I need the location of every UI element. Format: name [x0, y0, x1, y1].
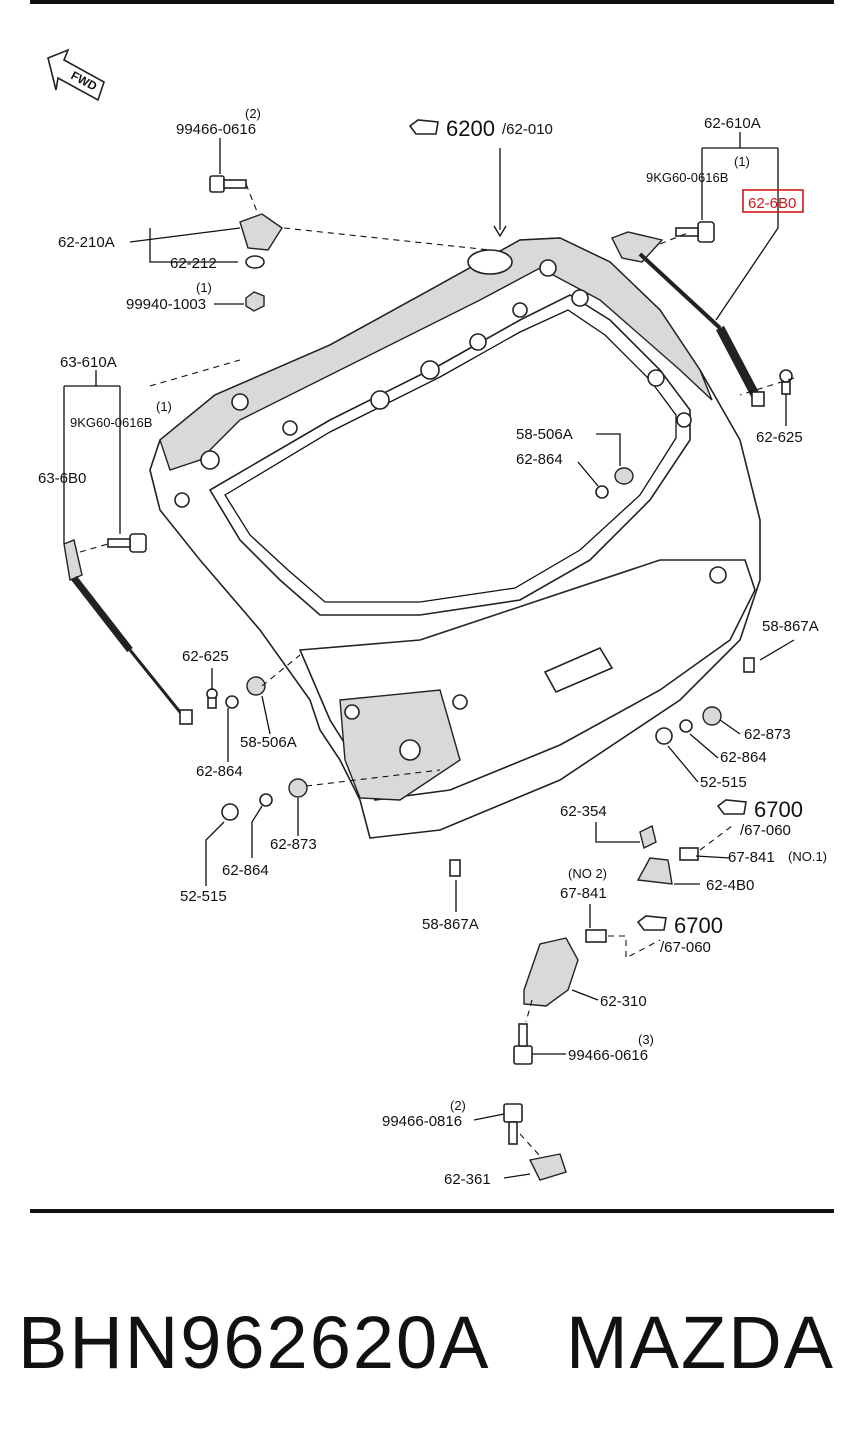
callout-62-873-left: 62-873 [270, 836, 317, 853]
callout-62-210A: 62-210A [58, 234, 115, 251]
callout-62-212: 62-212 [170, 255, 217, 272]
callout-9KG60-0616B-left: 9KG60-0616B [70, 415, 152, 430]
connector-icon-6700-a [716, 799, 747, 815]
top-rule [30, 0, 834, 4]
callout-58-867A-bottom: 58-867A [422, 916, 479, 933]
brand-name: MAZDA [566, 1301, 835, 1384]
bumper-58-506A-left [246, 676, 266, 696]
bumper-62-873-left [288, 778, 308, 798]
bolt-99466-0616-bottom [513, 1023, 533, 1065]
callout-62-4B0: 62-4B0 [706, 877, 754, 894]
callout-9KG60-0616B-right: 9KG60-0616B [646, 170, 728, 185]
bolt-99466-0816 [503, 1103, 523, 1145]
washer-62-212 [245, 255, 265, 269]
connector-67-841-no1 [679, 847, 699, 861]
clip-58-867A-right [743, 657, 755, 673]
plug-52-515-right [655, 727, 673, 745]
part-number: BHN962620A [18, 1301, 491, 1384]
connector-icon-6200 [408, 119, 439, 135]
bumper-62-873-right [702, 706, 722, 726]
callout-99940-1003: 99940-1003 [126, 296, 206, 313]
callout-6700-b: 6700 [674, 913, 723, 938]
callout-63-610A: 63-610A [60, 354, 117, 371]
bottom-rule [30, 1209, 834, 1213]
callout-labels: (2) 99466-0616 6200 /62-010 62-610A (1) … [38, 106, 827, 1188]
clip-58-867A-bottom [449, 859, 461, 877]
callout-62-864-top: 62-864 [516, 451, 563, 468]
callout-62-873-right: 62-873 [744, 726, 791, 743]
callout-52-515-right: 52-515 [700, 774, 747, 791]
fwd-arrow-icon: FWD [47, 48, 105, 102]
callout-qty: (2) [450, 1098, 466, 1113]
callout-6700-a: 6700 [754, 797, 803, 822]
connector-67-841-no2 [585, 929, 607, 943]
callout-58-506A-left: 58-506A [240, 734, 297, 751]
callout-62-310: 62-310 [600, 993, 647, 1010]
connector-icon-6700-b [636, 915, 667, 931]
stud-62-625-left [206, 688, 218, 709]
callout-67-060-a: /67-060 [740, 822, 791, 839]
plug-52-515-left [221, 803, 239, 821]
callout-52-515-left: 52-515 [180, 888, 227, 905]
callout-62-6B0: 62-6B0 [748, 195, 796, 212]
callout-qty: (NO 2) [568, 866, 607, 881]
callout-62-864-left: 62-864 [196, 763, 243, 780]
callout-62-625-left: 62-625 [182, 648, 229, 665]
handle-62-4B0 [636, 857, 673, 885]
callout-qty: (1) [196, 280, 212, 295]
callout-58-506A-top: 58-506A [516, 426, 573, 443]
plug-62-864-top [595, 485, 609, 499]
liftgate-body [149, 237, 761, 839]
gas-strut-62-610A [611, 231, 765, 407]
callout-67-841-no2: 67-841 [560, 885, 607, 902]
callout-67-060-b: /67-060 [660, 939, 711, 956]
callout-qty: (1) [734, 154, 750, 169]
leader-lines [63, 132, 795, 1179]
nut-99940-1003 [245, 291, 265, 312]
callout-99466-0616-top: 99466-0616 [176, 121, 256, 138]
callout-58-867A-right: 58-867A [762, 618, 819, 635]
callout-6200: 6200 [446, 116, 495, 141]
tailgate-parts-diagram: FWD [38, 48, 827, 1188]
callout-62-361: 62-361 [444, 1171, 491, 1188]
callout-62-864-left2: 62-864 [222, 862, 269, 879]
latch-62-310 [523, 937, 579, 1007]
callout-67-841-no1: 67-841 [728, 849, 775, 866]
callout-63-6B0: 63-6B0 [38, 470, 86, 487]
plug-62-864-right [679, 719, 693, 733]
callout-62-610A: 62-610A [704, 115, 761, 132]
callout-qty: (3) [638, 1032, 654, 1047]
callout-62-625-right: 62-625 [756, 429, 803, 446]
callout-62-010: /62-010 [502, 121, 553, 138]
callout-62-864-right: 62-864 [720, 749, 767, 766]
plug-62-864-left [225, 695, 239, 709]
callout-62-354: 62-354 [560, 803, 607, 820]
switch-62-354 [639, 824, 657, 850]
callout-99466-0616-bottom: 99466-0616 [568, 1047, 648, 1064]
hinge-62-210A [239, 213, 283, 251]
bolt-9KG60-0616B-left [107, 533, 147, 553]
striker-62-361 [528, 1153, 567, 1181]
callout-qty: (2) [245, 106, 261, 121]
footer-caption: BHN962620A MAZDA [18, 1300, 858, 1390]
callout-qty: (NO.1) [788, 849, 827, 864]
highlight-box-62-6B0 [742, 189, 804, 213]
gas-strut-63-610A [63, 539, 193, 725]
bolt-99466-0616-top [209, 175, 247, 193]
callout-qty: (1) [156, 399, 172, 414]
plug-62-864-left2 [259, 793, 273, 807]
bolt-9KG60-0616B-right [675, 221, 715, 243]
bumper-58-506A-top [614, 467, 634, 485]
callout-99466-0816: 99466-0816 [382, 1113, 462, 1130]
